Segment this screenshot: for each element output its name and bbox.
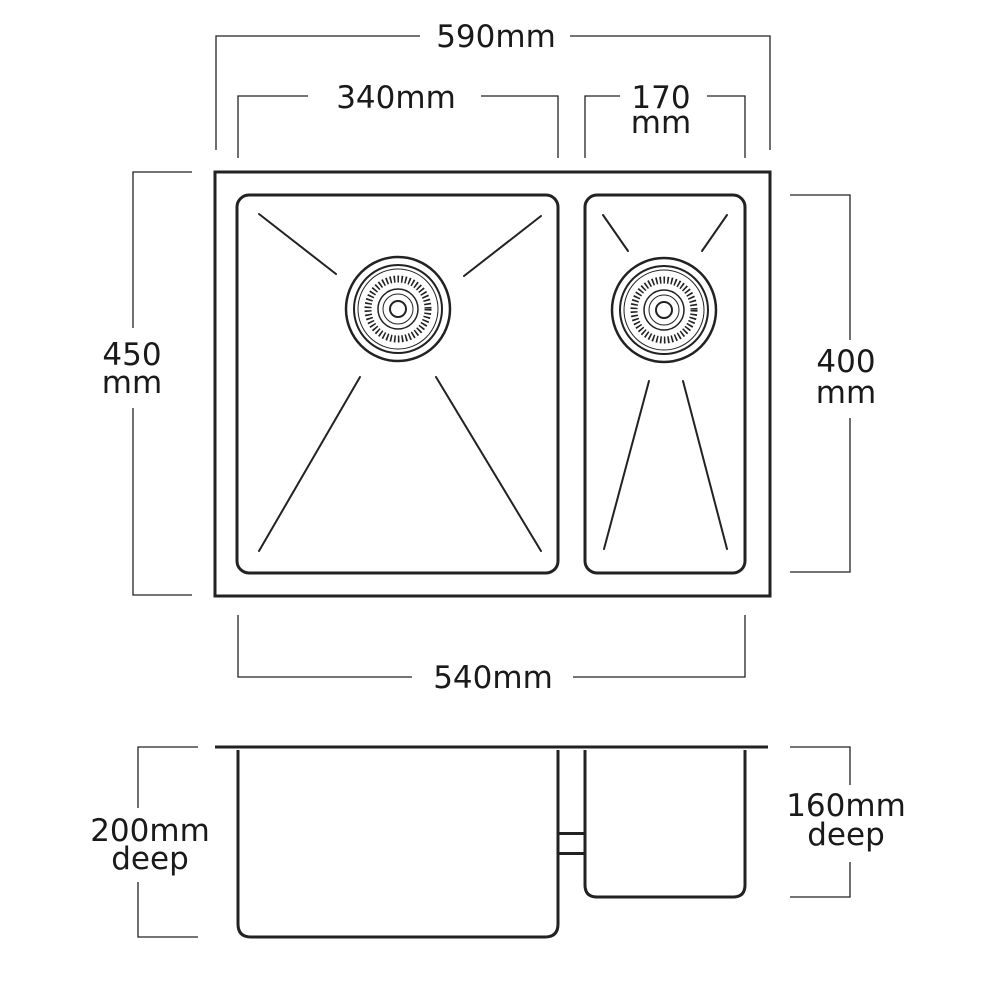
dim-line (481, 95, 559, 158)
dim-line (237, 95, 308, 158)
dim-line (137, 746, 198, 808)
small-bowl-length-value: 400 (816, 344, 875, 380)
dim-line (790, 418, 851, 573)
small-bowl-profile (583, 750, 747, 899)
dim-small-bowl-width: 170 mm (584, 80, 746, 158)
small-bowl (583, 193, 747, 575)
small-bowl-width-unit: mm (631, 105, 691, 141)
large-bowl (235, 193, 560, 575)
dim-line (215, 35, 420, 150)
small-bowl-drain-lines (602, 214, 728, 550)
small-bowl-drain-icon (610, 256, 718, 364)
small-bowl-depth-word: deep (807, 817, 885, 853)
dim-line (790, 862, 851, 898)
dim-line (707, 95, 746, 158)
sink-top-view (213, 170, 772, 598)
large-bowl-drain-lines (258, 213, 542, 552)
large-bowl-width-label: 340mm (336, 80, 456, 116)
dim-line (237, 615, 412, 678)
large-bowl-depth-word: deep (111, 841, 189, 877)
overall-length-unit: mm (102, 365, 162, 401)
small-bowl-depth-value: 160mm (786, 788, 906, 824)
sink-side-view (215, 745, 768, 939)
dim-overall-width: 590mm (215, 19, 771, 150)
dim-line (790, 746, 851, 785)
large-bowl-profile (236, 750, 560, 939)
dim-line (137, 882, 198, 938)
dim-line (790, 194, 851, 340)
bowl-connector (558, 852, 585, 855)
dim-small-bowl-length: 400 mm (790, 194, 876, 573)
sink-outer-rim (213, 170, 772, 598)
small-bowl-length-unit: mm (816, 375, 876, 411)
dim-small-bowl-depth: 160mm deep (786, 746, 906, 898)
overall-length-value: 450 (102, 337, 161, 373)
overall-width-label: 590mm (436, 19, 556, 55)
large-bowl-depth-value: 200mm (90, 813, 210, 849)
dim-large-bowl-width: 340mm (237, 80, 559, 158)
dim-line (132, 408, 192, 596)
dim-line (584, 95, 620, 158)
large-bowl-drain-icon (344, 255, 452, 363)
dim-line (132, 171, 192, 328)
bottom-width-label: 540mm (433, 660, 553, 696)
dim-line (573, 615, 746, 678)
dim-bottom-width: 540mm (237, 615, 746, 696)
dim-overall-length: 450 mm (102, 171, 192, 596)
dim-line (570, 35, 771, 150)
dim-large-bowl-depth: 200mm deep (90, 746, 210, 938)
small-bowl-width-value: 170 (631, 80, 690, 116)
bowl-connector (558, 832, 585, 835)
